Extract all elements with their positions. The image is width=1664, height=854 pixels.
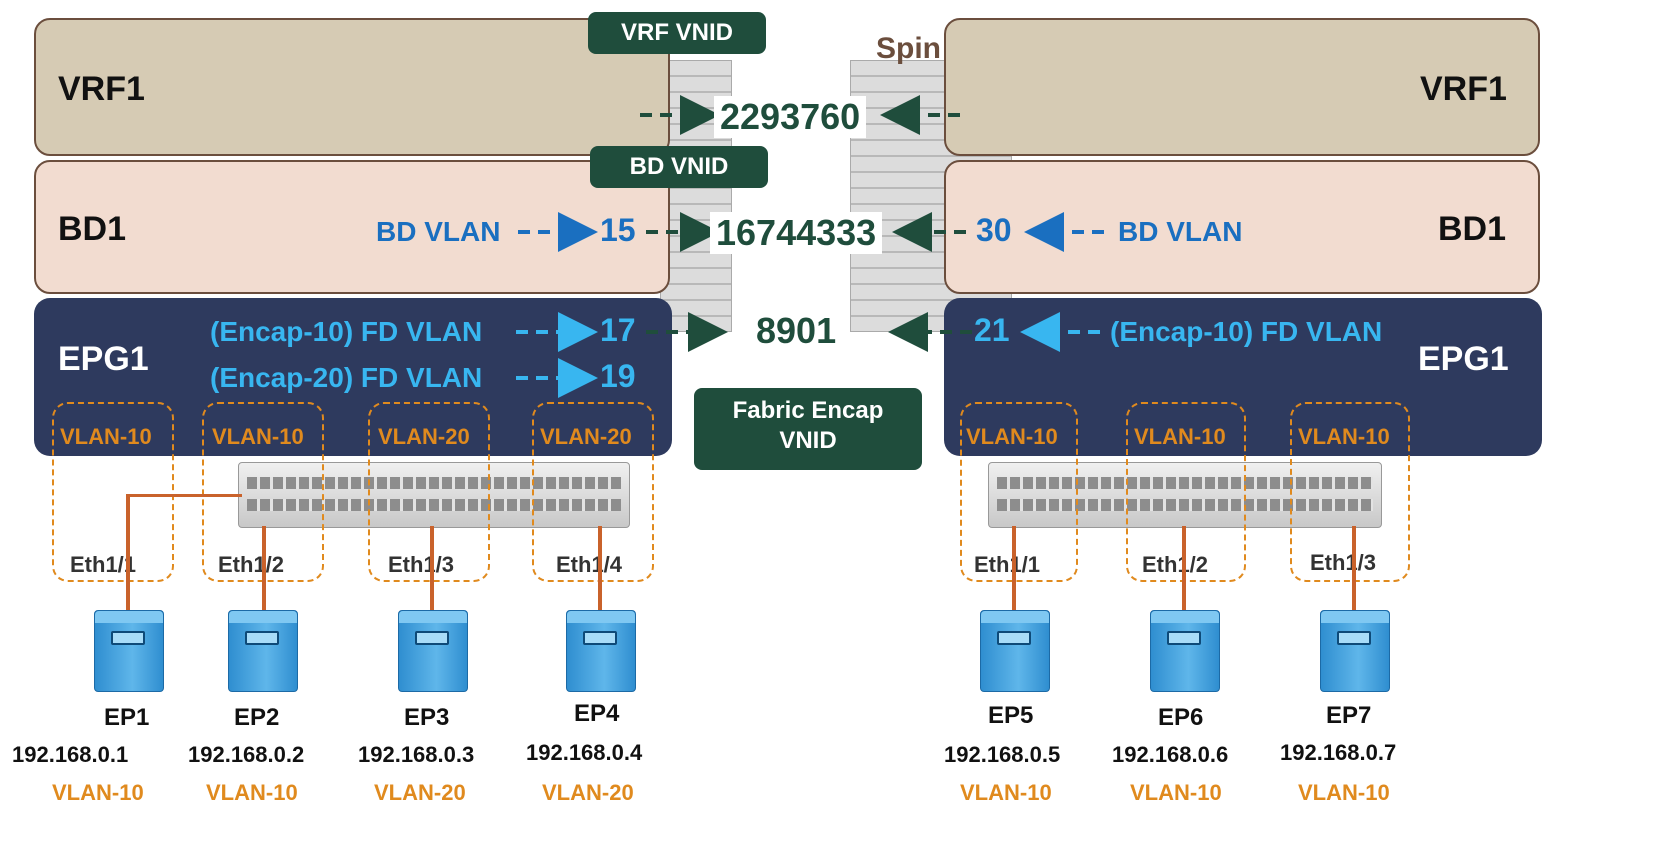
right-port-vlan-3: VLAN-10 (1298, 424, 1390, 449)
left-port-eth-3: Eth1/3 (388, 552, 455, 577)
left-vrf-label: VRF1 (58, 70, 145, 108)
right-port-group-3 (1290, 402, 1410, 582)
right-port-vlan-2: VLAN-10 (1134, 424, 1226, 449)
ep4-label: EP4 (574, 700, 620, 727)
left-bd-vlan-label: BD VLAN (376, 216, 501, 247)
ep3-vlan: VLAN-20 (374, 780, 466, 805)
ep5-ip: 192.168.0.5 (944, 742, 1061, 767)
cable-ep1-a (126, 494, 130, 610)
ep5-server-icon (980, 610, 1050, 692)
left-port-vlan-2: VLAN-10 (212, 424, 304, 449)
left-fd-vlan-label-2: (Encap-20) FD VLAN (210, 362, 483, 393)
ep2-ip: 192.168.0.2 (188, 742, 305, 767)
ep5-vlan: VLAN-10 (960, 780, 1052, 805)
right-port-eth-3: Eth1/3 (1310, 550, 1377, 575)
right-port-vlan-1: VLAN-10 (966, 424, 1058, 449)
right-fd-vlan-label-1: (Encap-10) FD VLAN (1110, 316, 1383, 347)
right-epg-label: EPG1 (1418, 340, 1509, 378)
right-vrf-label: VRF1 (1420, 70, 1507, 108)
ep6-server-icon (1150, 610, 1220, 692)
left-bd-vlan-value: 15 (600, 212, 636, 248)
left-leaf-switch (238, 462, 630, 528)
ep7-vlan: VLAN-10 (1298, 780, 1390, 805)
ep2-server-icon (228, 610, 298, 692)
fabric-encap-line2: VNID (779, 427, 837, 454)
spine-label: Spin (876, 32, 941, 65)
right-port-group-1 (960, 402, 1078, 582)
left-port-group-4 (532, 402, 654, 582)
right-leaf-switch (988, 462, 1382, 528)
left-port-eth-4: Eth1/4 (556, 552, 623, 577)
ep6-vlan: VLAN-10 (1130, 780, 1222, 805)
ep7-ip: 192.168.0.7 (1280, 740, 1397, 765)
cable-ep4 (598, 526, 602, 610)
ep1-ip: 192.168.0.1 (12, 742, 129, 767)
left-fd-vlan-label-1: (Encap-10) FD VLAN (210, 316, 483, 347)
ep7-server-icon (1320, 610, 1390, 692)
right-port-group-2 (1126, 402, 1246, 582)
fabric-encap-vnid-value: 8901 (750, 310, 843, 352)
left-port-eth-2: Eth1/2 (218, 552, 285, 577)
fabric-encap-line1: Fabric Encap (732, 397, 884, 424)
ep1-server-icon (94, 610, 164, 692)
cable-ep1-b (126, 494, 242, 497)
ep6-label: EP6 (1158, 704, 1204, 731)
cable-ep7 (1352, 526, 1356, 610)
cable-ep6 (1182, 526, 1186, 610)
ep6-ip: 192.168.0.6 (1112, 742, 1229, 767)
ep4-vlan: VLAN-20 (542, 780, 634, 805)
bd-vnid-value: 16744333 (710, 212, 883, 254)
ep3-label: EP3 (404, 704, 450, 731)
right-port-eth-1: Eth1/1 (974, 552, 1041, 577)
ep7-label: EP7 (1326, 702, 1372, 729)
bd-vnid-callout: BD VNID (590, 146, 768, 188)
left-vrf-box (34, 18, 670, 156)
right-bd-vlan-value: 30 (976, 212, 1012, 248)
right-bd-vlan-label: BD VLAN (1118, 216, 1243, 247)
left-port-group-3 (368, 402, 490, 582)
ep2-label: EP2 (234, 704, 280, 731)
ep2-vlan: VLAN-10 (206, 780, 298, 805)
cable-ep5 (1012, 526, 1016, 610)
left-port-vlan-3: VLAN-20 (378, 424, 470, 449)
cable-ep2 (262, 526, 266, 610)
left-bd-label: BD1 (58, 210, 127, 248)
left-port-eth-1: Eth1/1 (70, 552, 137, 577)
ep3-server-icon (398, 610, 468, 692)
ep1-label: EP1 (104, 704, 150, 731)
vrf-vnid-value: 2293760 (714, 96, 867, 138)
left-fd-vlan-value-2: 19 (600, 358, 636, 394)
vrf-vnid-callout: VRF VNID (588, 12, 766, 54)
left-fd-vlan-value-1: 17 (600, 312, 636, 348)
ep5-label: EP5 (988, 702, 1034, 729)
right-bd-label: BD1 (1438, 210, 1507, 248)
left-epg-label: EPG1 (58, 340, 149, 378)
left-port-group-1 (52, 402, 174, 582)
ep1-vlan: VLAN-10 (52, 780, 144, 805)
left-port-vlan-4: VLAN-20 (540, 424, 632, 449)
left-port-vlan-1: VLAN-10 (60, 424, 152, 449)
ep3-ip: 192.168.0.3 (358, 742, 475, 767)
ep4-server-icon (566, 610, 636, 692)
fabric-encap-callout: Fabric Encap VNID (694, 388, 922, 470)
right-port-eth-2: Eth1/2 (1142, 552, 1209, 577)
cable-ep3 (430, 526, 434, 610)
right-vrf-box (944, 18, 1540, 156)
ep4-ip: 192.168.0.4 (526, 740, 643, 765)
right-fd-vlan-value-1: 21 (974, 312, 1010, 348)
